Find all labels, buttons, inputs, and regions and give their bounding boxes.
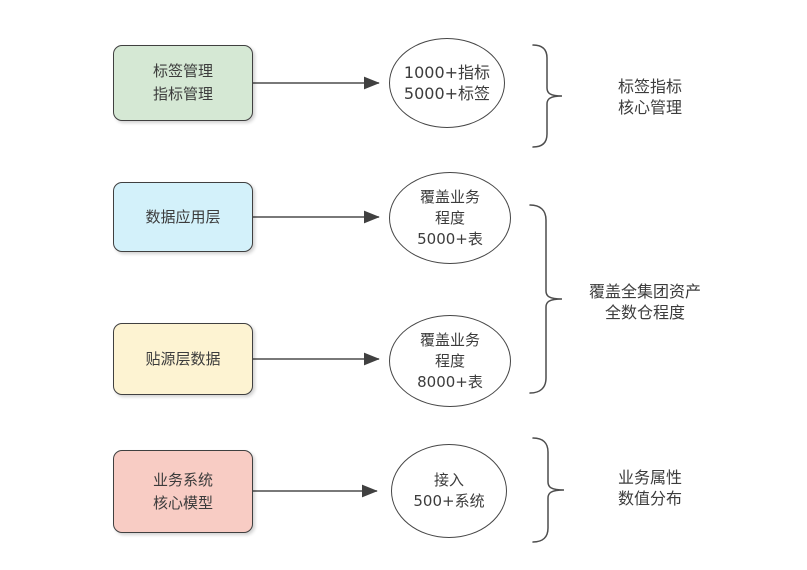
brace-bottom (532, 437, 565, 543)
brace-top (532, 44, 563, 148)
brace-middle (529, 204, 563, 394)
ellipse-metrics-tags-count-label: 1000+指标 5000+标签 (403, 63, 491, 103)
box-source-layer-data-label: 贴源层数据 (145, 349, 221, 368)
ellipse-metrics-tags-count: 1000+指标 5000+标签 (389, 38, 505, 128)
box-data-application-layer-label: 数据应用层 (145, 207, 221, 226)
box-data-application-layer: 数据应用层 (113, 182, 253, 252)
box-tag-management: 标签管理 指标管理 (113, 45, 253, 121)
ellipse-coverage-5000-tables-label: 覆盖业务 程度 5000+表 (417, 187, 483, 248)
ellipse-connected-systems: 接入 500+系统 (391, 444, 507, 538)
box-business-core-model-label: 业务系统 核心模型 (152, 470, 213, 512)
box-source-layer-data: 贴源层数据 (113, 323, 253, 395)
label-tag-metric-core-management: 标签指标 核心管理 (617, 77, 682, 117)
ellipse-coverage-8000-tables: 覆盖业务 程度 8000+表 (389, 315, 511, 407)
box-business-core-model: 业务系统 核心模型 (113, 450, 253, 533)
ellipse-coverage-5000-tables: 覆盖业务 程度 5000+表 (389, 172, 511, 264)
label-business-attribute-distribution: 业务属性 数值分布 (617, 468, 682, 508)
ellipse-coverage-8000-tables-label: 覆盖业务 程度 8000+表 (417, 330, 483, 391)
box-tag-management-label: 标签管理 指标管理 (152, 62, 213, 103)
label-group-asset-warehouse-coverage: 覆盖全集团资产 全数仓程度 (588, 282, 701, 322)
ellipse-connected-systems-label: 接入 500+系统 (413, 471, 485, 510)
